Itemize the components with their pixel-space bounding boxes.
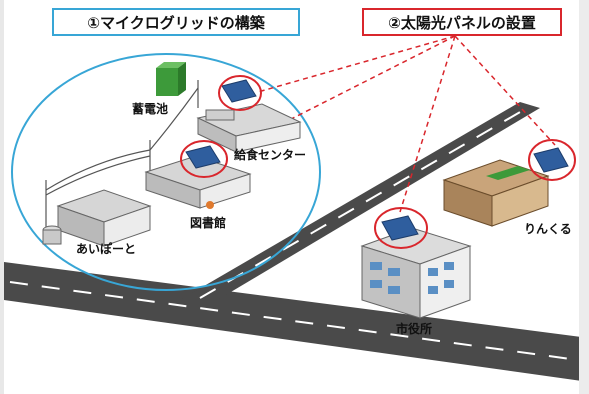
kyushoku-center-building	[196, 103, 302, 153]
power-lines	[45, 80, 199, 230]
library-label: 図書館	[190, 216, 227, 230]
aipoto-building	[42, 189, 152, 247]
city-hall-label: 市役所	[396, 322, 433, 336]
rinkuru-building	[442, 159, 550, 227]
solar-title: ②太陽光パネルの設置	[362, 8, 562, 36]
city-hall-building	[360, 227, 472, 319]
aipoto-label: あいぽーと	[76, 242, 137, 256]
library-building	[144, 155, 252, 209]
solar-panel-rinkuru	[528, 139, 576, 181]
battery-label: 蓄電池	[132, 102, 169, 116]
solar-panel-kyushoku	[218, 75, 262, 111]
microgrid-boundary	[11, 53, 321, 291]
road-network	[4, 102, 589, 382]
solar-panel-library	[180, 140, 228, 178]
microgrid-title: ①マイクログリッドの構築	[52, 8, 300, 36]
rinkuru-label: りんくる	[524, 222, 572, 236]
kyushoku-center-label: 給食センター	[234, 148, 307, 162]
solar-panel-city-hall	[374, 207, 428, 249]
battery-icon	[156, 62, 186, 96]
